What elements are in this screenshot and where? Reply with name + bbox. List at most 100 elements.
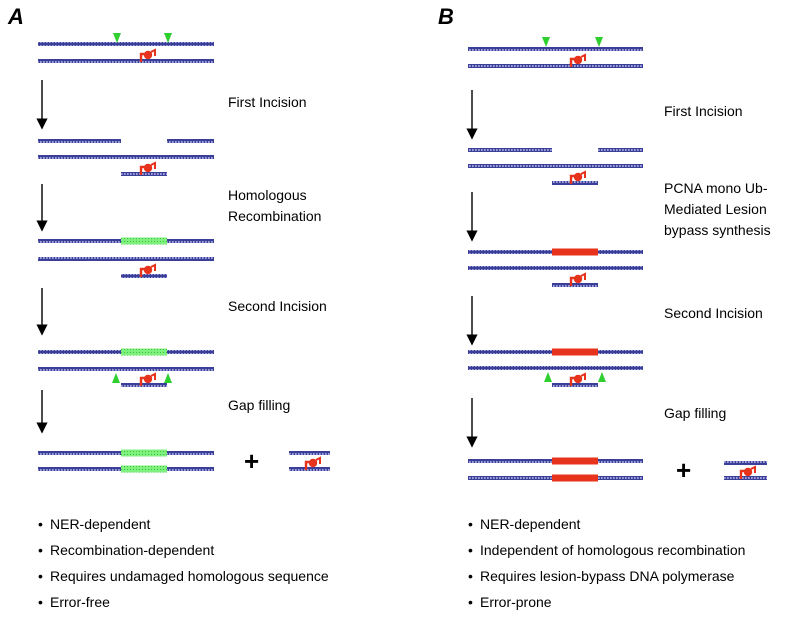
excised-fragment xyxy=(552,383,598,387)
panel-b-characteristics-list: NER-dependent Independent of homologous … xyxy=(468,514,745,618)
dna-strand xyxy=(598,148,643,152)
lesion-icon xyxy=(750,465,756,473)
panel-a-step-homologous-recombination: Homologous Recombination xyxy=(228,187,322,224)
released-fragment xyxy=(289,451,330,455)
incision-marker-icon xyxy=(598,372,606,382)
dna-strand xyxy=(468,164,643,168)
dna-strand xyxy=(38,59,214,63)
lesion-icon xyxy=(139,52,145,62)
excised-fragment xyxy=(121,172,167,176)
dna-strand xyxy=(468,64,643,68)
dna-strand xyxy=(598,476,643,480)
bypass-synthesis-patch xyxy=(552,474,598,482)
incision-marker-icon xyxy=(542,37,550,47)
lesion-icon xyxy=(150,161,156,169)
panel-a-characteristic: Recombination-dependent xyxy=(38,540,329,566)
lesion-icon xyxy=(573,172,583,182)
lesion-icon xyxy=(580,272,586,280)
excised-fragment xyxy=(552,283,598,287)
dna-strand xyxy=(38,451,121,455)
lesion-icon xyxy=(315,456,321,464)
lesion-icon xyxy=(304,460,310,470)
dna-strand xyxy=(468,476,552,480)
lesion-icon xyxy=(150,372,156,380)
dna-strand xyxy=(38,467,121,471)
panel-b-step-second-incision: Second Incision xyxy=(664,305,763,321)
panel-b-characteristic: NER-dependent xyxy=(468,514,745,540)
dna-strand xyxy=(468,148,552,152)
lesion-icon xyxy=(569,276,575,286)
released-fragment xyxy=(724,461,767,465)
dna-strand xyxy=(468,459,552,463)
dna-strand xyxy=(468,266,643,270)
panel-a-step-first-incision: First Incision xyxy=(228,94,307,110)
lesion-icon xyxy=(139,165,145,175)
dna-strand xyxy=(38,42,214,46)
lesion-icon xyxy=(580,372,586,380)
incision-marker-icon xyxy=(164,373,172,383)
lesion-icon xyxy=(143,374,153,384)
incision-marker-icon xyxy=(544,372,552,382)
bypass-synthesis-patch xyxy=(552,457,598,465)
panel-a-letter: A xyxy=(8,4,24,29)
incision-marker-icon xyxy=(595,37,603,47)
lesion-icon xyxy=(569,57,575,67)
lesion-icon xyxy=(580,170,586,178)
lesion-icon xyxy=(743,467,753,477)
panel-a-step-second-incision: Second Incision xyxy=(228,298,327,314)
dna-strand xyxy=(167,139,214,143)
lesion-icon xyxy=(139,376,145,386)
dna-strand xyxy=(468,250,552,254)
incision-marker-icon xyxy=(164,33,172,43)
incision-marker-icon xyxy=(112,373,120,383)
lesion-icon xyxy=(143,265,153,275)
incision-marker-icon xyxy=(113,33,121,43)
panel-b-letter: B xyxy=(438,4,454,29)
panel-b-characteristic: Requires lesion-bypass DNA polymerase xyxy=(468,566,745,592)
excised-fragment xyxy=(121,383,167,387)
dna-strand xyxy=(598,250,643,254)
dna-strand xyxy=(38,139,121,143)
lesion-icon xyxy=(150,48,156,56)
panel-b-step-gap-filling: Gap filling xyxy=(664,405,727,421)
lesion-icon xyxy=(569,376,575,386)
dna-strand xyxy=(38,350,121,354)
dna-strand xyxy=(598,350,643,354)
panel-b-plus-sign: + xyxy=(676,455,692,485)
dna-strand xyxy=(167,350,214,354)
released-fragment xyxy=(289,467,330,471)
dna-strand xyxy=(38,367,214,371)
lesion-icon xyxy=(143,163,153,173)
dna-strand xyxy=(598,459,643,463)
dna-strand xyxy=(468,47,643,51)
dna-strand xyxy=(38,257,214,261)
lesion-icon xyxy=(143,50,153,60)
panel-b-characteristic: Independent of homologous recombination xyxy=(468,540,745,566)
lesion-icon xyxy=(739,469,745,479)
panel-b-characteristic: Error-prone xyxy=(468,592,745,618)
panel-a-characteristics-list: NER-dependent Recombination-dependent Re… xyxy=(38,514,329,618)
lesion-icon xyxy=(580,53,586,61)
recombination-patch xyxy=(121,465,167,473)
dna-strand xyxy=(167,451,214,455)
panel-a-characteristic: Requires undamaged homologous sequence xyxy=(38,566,329,592)
lesion-icon xyxy=(573,374,583,384)
recombination-patch xyxy=(121,348,167,356)
dna-strand xyxy=(167,467,214,471)
panel-a-characteristic: Error-free xyxy=(38,592,329,618)
lesion-icon xyxy=(569,174,575,184)
bypass-synthesis-patch xyxy=(552,248,598,256)
dna-strand xyxy=(167,239,214,243)
lesion-icon xyxy=(150,263,156,271)
lesion-icon xyxy=(308,458,318,468)
dna-strand xyxy=(468,350,552,354)
recombination-patch xyxy=(121,237,167,245)
dna-strand xyxy=(38,239,121,243)
excised-fragment xyxy=(552,181,598,185)
lesion-icon xyxy=(573,274,583,284)
bypass-synthesis-patch xyxy=(552,348,598,356)
panel-a-plus-sign: + xyxy=(244,446,260,476)
panel-b-step-lesion-bypass-synthesis: PCNA mono Ub- Mediated Lesion bypass syn… xyxy=(664,180,771,238)
